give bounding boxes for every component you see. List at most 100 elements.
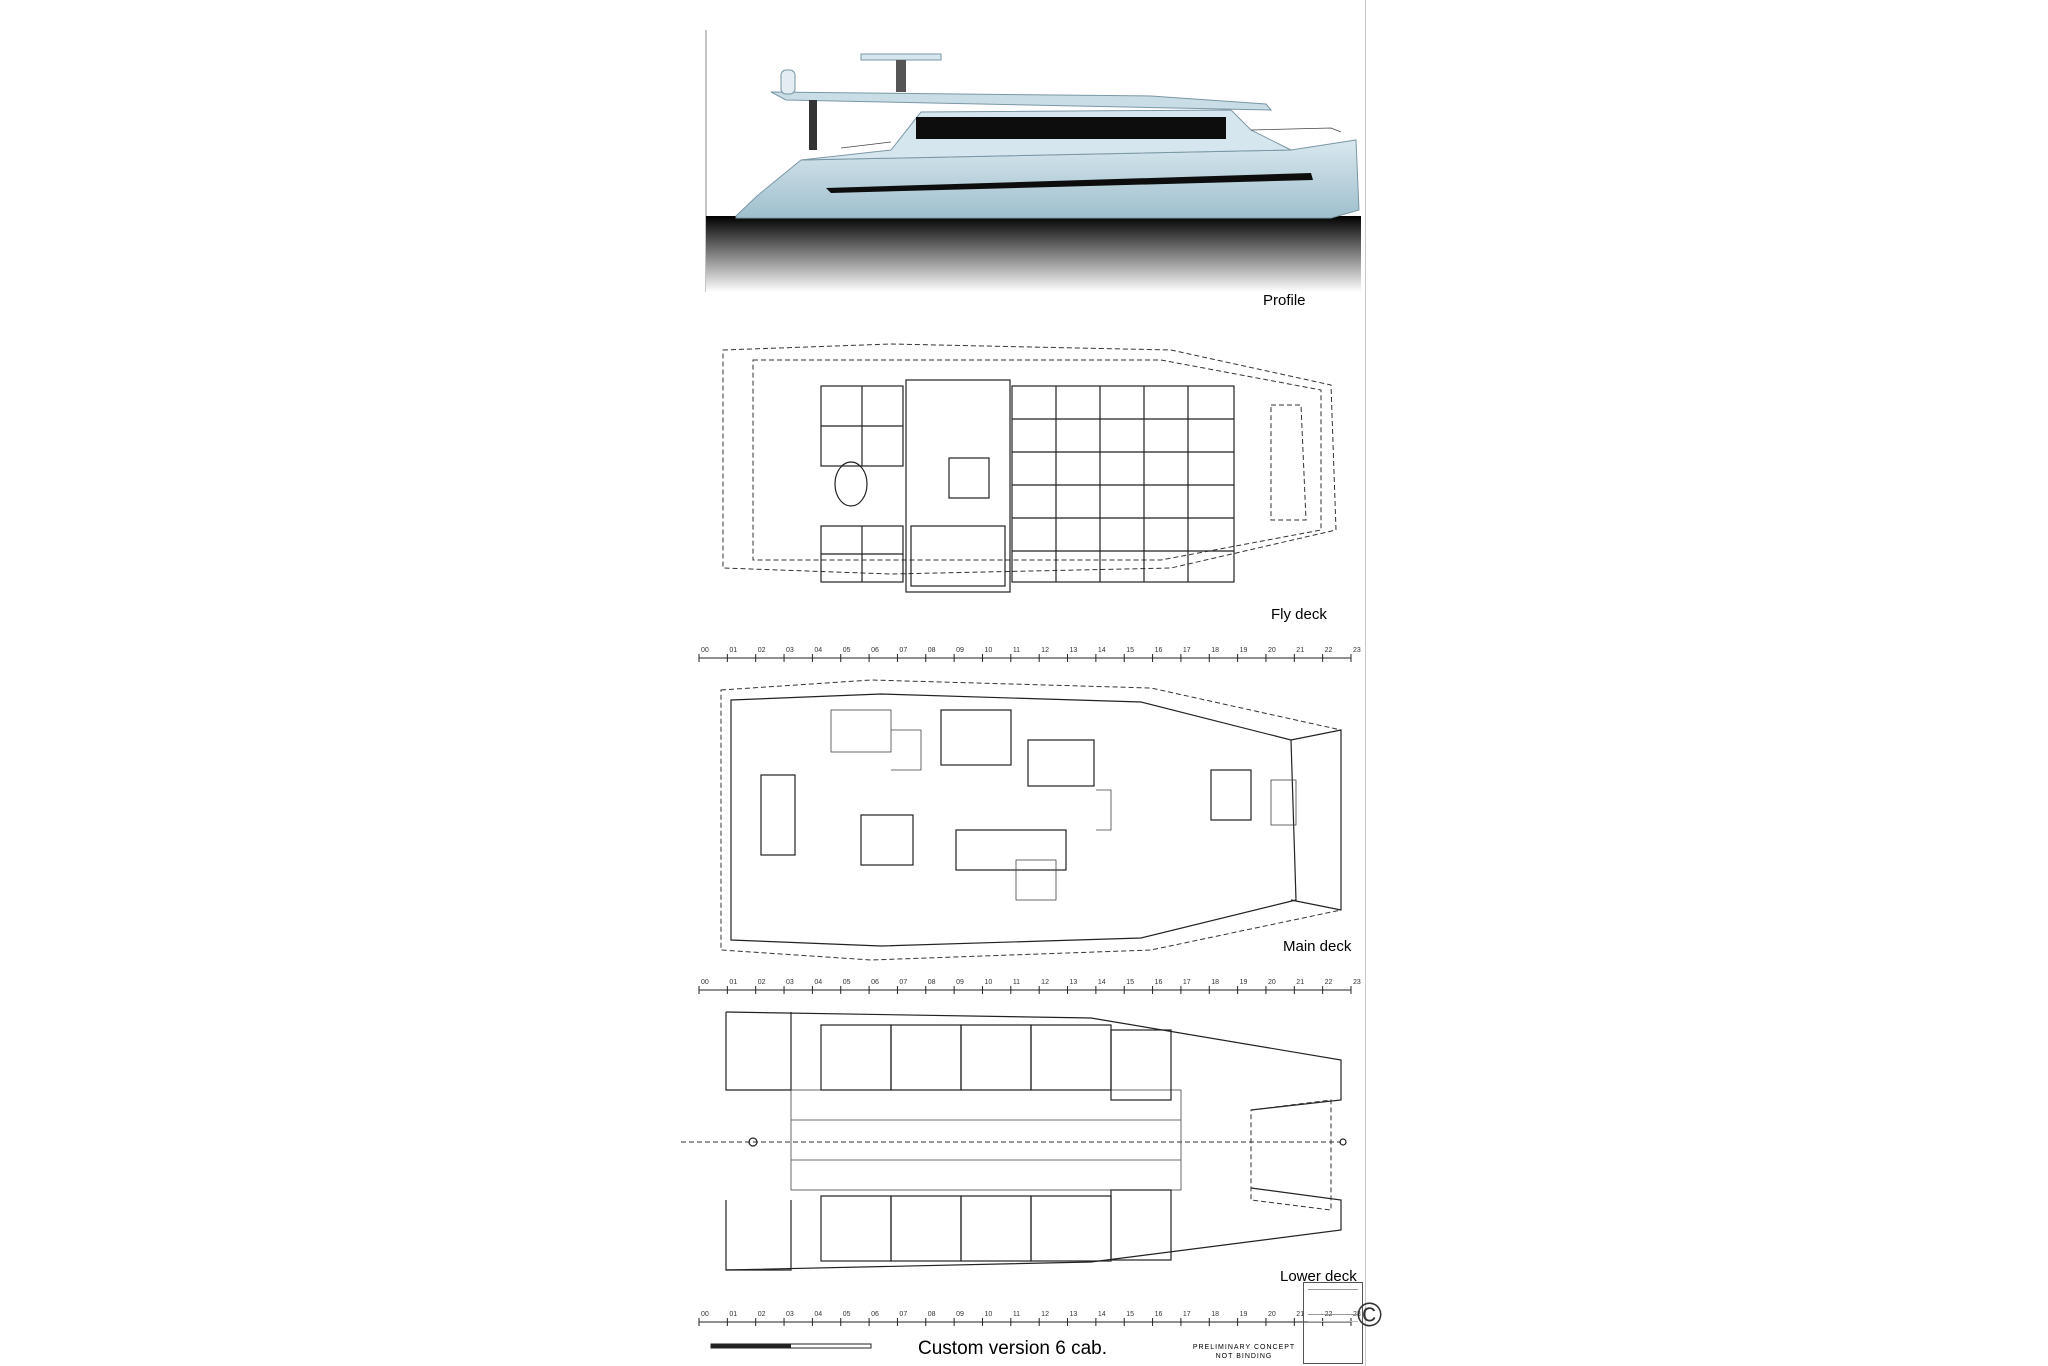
spa-pool	[834, 461, 868, 507]
scale-tick-label: 01	[729, 1311, 737, 1318]
graphic-scale-bar	[710, 1343, 872, 1349]
hull-window-stripe	[826, 173, 1313, 193]
radome	[780, 69, 796, 95]
scale-tick-label: 09	[956, 979, 964, 986]
scale-tick-label: 13	[1070, 1311, 1078, 1318]
scale-tick-label: 17	[1183, 1311, 1191, 1318]
scale-tick-label: 13	[1070, 647, 1078, 654]
scale-tick-label: 01	[729, 979, 737, 986]
scale-tick-label: 02	[758, 979, 766, 986]
fly-deck-plan	[722, 343, 1337, 593]
scale-tick-label: 11	[1013, 647, 1020, 654]
scale-tick-label: 23	[1353, 647, 1361, 654]
scale-tick-label: 10	[984, 647, 992, 654]
scale-tick-label: 05	[843, 647, 851, 654]
scale-tick-label: 18	[1211, 647, 1219, 654]
scale-tick-label: 23	[1353, 979, 1361, 986]
scale-tick-label: 02	[758, 647, 766, 654]
scale-tick-label: 07	[899, 979, 907, 986]
scale-tick-label: 19	[1240, 647, 1248, 654]
scale-tick-label: 02	[758, 1311, 766, 1318]
solar-panel-grid	[1011, 385, 1235, 583]
main-deck-outline	[720, 679, 1342, 961]
scale-tick-label: 06	[871, 647, 879, 654]
scale-tick-label: 04	[814, 647, 822, 654]
scale-tick-label: 07	[899, 1311, 907, 1318]
frame-scale-2: 00 01 02 03 04 05 06 07 08 09 10 11 12 13 14 15 16 17 18 19…	[698, 979, 1361, 994]
scale-tick-label: 09	[956, 1311, 964, 1318]
lower-deck-label: Lower deck	[1280, 1268, 1357, 1285]
profile-view	[705, 30, 1361, 292]
scale-tick-label: 15	[1126, 647, 1134, 654]
stamp-line-1: PRELIMINARY CONCEPT	[1192, 1344, 1296, 1351]
scale-tick-label: 10	[984, 979, 992, 986]
stamp-line-2: NOT BINDING	[1215, 1353, 1273, 1360]
cabins	[820, 1024, 1172, 1262]
water-line	[706, 216, 1361, 292]
lounge-sofa	[1027, 739, 1095, 787]
fly-deck-outline	[722, 343, 1337, 575]
scale-tick-label: 15	[1126, 1311, 1134, 1318]
scale-tick-label: 12	[1041, 979, 1049, 986]
title-block	[1303, 1282, 1363, 1364]
scale-tick-label: 03	[786, 647, 794, 654]
scale-tick-label: 12	[1041, 1311, 1049, 1318]
scale-tick-label: 21	[1296, 647, 1304, 654]
scale-tick-label: 20	[1268, 1311, 1276, 1318]
scale-tick-label: 06	[871, 979, 879, 986]
scale-tick-label: 06	[871, 1311, 879, 1318]
scale-tick-label: 14	[1098, 647, 1106, 654]
scale-tick-label: 03	[786, 979, 794, 986]
scale-tick-label: 15	[1126, 979, 1134, 986]
scale-tick-label: 14	[1098, 1311, 1106, 1318]
scale-tick-label: 08	[928, 979, 936, 986]
scale-tick-label: 21	[1296, 979, 1304, 986]
scale-tick-label: 12	[1041, 647, 1049, 654]
galley	[940, 709, 1012, 766]
scale-tick-label: 00	[701, 979, 709, 986]
scale-tick-label: 11	[1013, 979, 1020, 986]
fly-deck-label: Fly deck	[1271, 606, 1327, 623]
lower-deck-plan	[681, 1011, 1347, 1271]
scale-tick-label: 21	[1296, 1311, 1304, 1318]
hardtop	[770, 91, 1273, 111]
scale-tick-label: 22	[1325, 979, 1333, 986]
scale-tick-label: 00	[701, 647, 709, 654]
scale-tick-label: 16	[1155, 1311, 1163, 1318]
preliminary-stamp: PRELIMINARY CONCEPT NOT BINDING	[1189, 1343, 1299, 1361]
profile-label: Profile	[1263, 292, 1306, 309]
scale-tick-label: 00	[701, 1311, 709, 1318]
hull	[735, 139, 1360, 219]
drawing-title: Custom version 6 cab.	[918, 1338, 1108, 1359]
copyright-mark: ©	[1357, 1296, 1383, 1334]
scale-tick-label: 07	[899, 647, 907, 654]
scale-tick-label: 18	[1211, 979, 1219, 986]
port-hull-outline	[725, 1011, 1342, 1111]
scale-tick-label: 18	[1211, 1311, 1219, 1318]
scale-tick-label: 14	[1098, 979, 1106, 986]
scale-tick-label: 04	[814, 979, 822, 986]
scale-tick-label: 13	[1070, 979, 1078, 986]
aft-sofa	[760, 774, 796, 856]
helm-station	[905, 379, 1011, 593]
starboard-hull-outline	[725, 1187, 1342, 1271]
main-deck-label: Main deck	[1283, 938, 1352, 955]
radar-arch	[860, 53, 942, 61]
scale-tick-label: 19	[1240, 979, 1248, 986]
scale-tick-label: 01	[729, 647, 737, 654]
scale-tick-label: 09	[956, 647, 964, 654]
scale-tick-label: 20	[1268, 647, 1276, 654]
scale-tick-label: 03	[786, 1311, 794, 1318]
saloon-windows	[916, 117, 1226, 139]
scale-tick-label: 10	[984, 1311, 992, 1318]
scale-tick-label: 16	[1155, 979, 1163, 986]
scale-tick-label: 20	[1268, 979, 1276, 986]
hardtop-post	[809, 100, 817, 150]
scale-tick-label: 17	[1183, 979, 1191, 986]
scale-tick-label: 22	[1325, 647, 1333, 654]
scale-tick-label: 08	[928, 1311, 936, 1318]
scale-tick-label: 04	[814, 1311, 822, 1318]
scale-tick-label: 05	[843, 979, 851, 986]
